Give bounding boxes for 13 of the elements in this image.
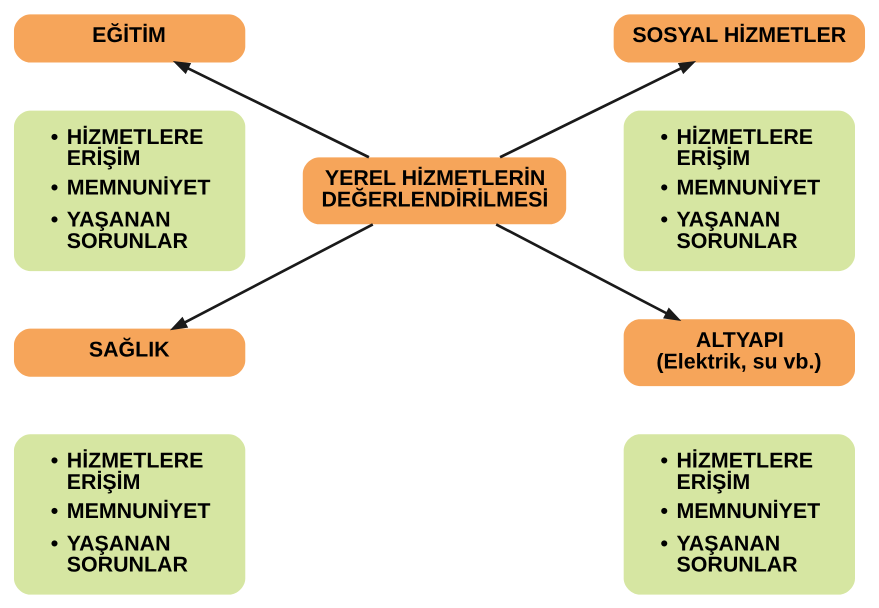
node-box: SOSYAL HİZMETLER (614, 14, 866, 62)
node-box: ALTYAPI (Elektrik, su vb.) (624, 318, 855, 386)
arrow (496, 222, 682, 321)
node-box: EĞİTİM (14, 14, 246, 62)
node-box: • HİZMETLERE ERİŞİM • MEMNUNİYET • YAŞANAN SORUNLAR (14, 110, 246, 271)
node-box: YEREL HİZMETLERİN DEĞERLENDİRİLMESİ (302, 156, 566, 224)
arrow (172, 60, 370, 158)
node-box: • HİZMETLERE ERİŞİM • MEMNUNİYET • YAŞANAN SORUNLAR (624, 434, 855, 594)
node-box: • HİZMETLERE ERİŞİM • MEMNUNİYET • YAŞANAN SORUNLAR (624, 110, 855, 271)
arrow (170, 222, 374, 330)
node-box: • HİZMETLERE ERİŞİM • MEMNUNİYET • YAŞANAN SORUNLAR (14, 434, 246, 594)
arrow (499, 60, 696, 158)
node-box: SAĞLIK (14, 328, 246, 376)
